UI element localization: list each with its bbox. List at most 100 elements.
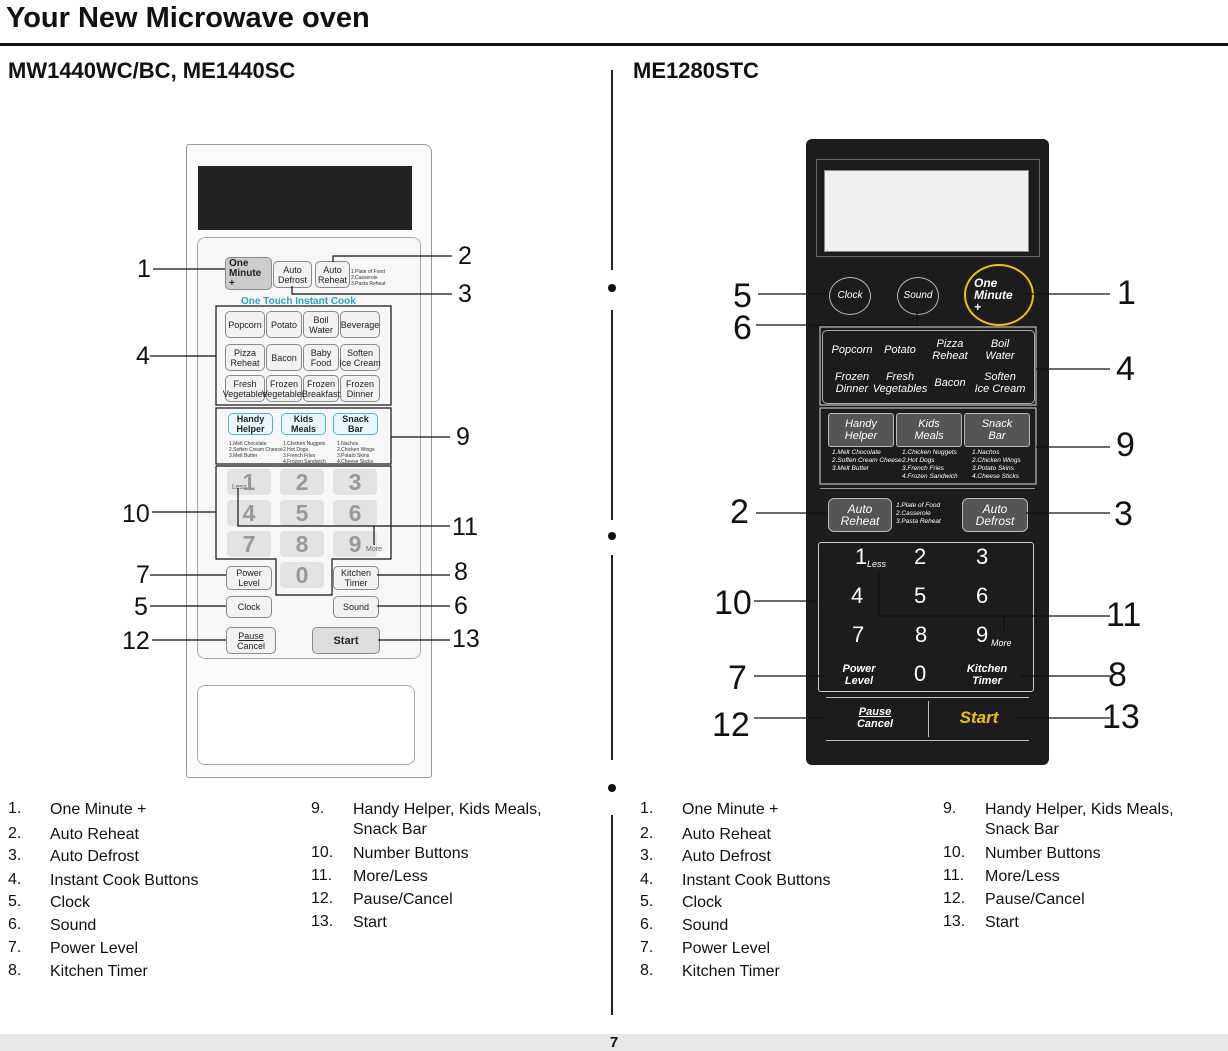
handy-helper-button[interactable]: Handy Helper <box>228 413 273 435</box>
instant-cook-button[interactable]: Fresh Vegetables <box>223 375 267 402</box>
handy-helper-button-dark[interactable]: Handy Helper <box>828 413 894 447</box>
number-button-dark[interactable]: 9 <box>976 622 989 647</box>
r-callout-9: 9 <box>1116 426 1135 464</box>
number-button-dark[interactable]: 1 <box>855 544 868 569</box>
handy-helper-sub: 1.Melt Chocolate 2.Soften Cream Cheese 3… <box>229 441 283 459</box>
legend-text: Kitchen Timer <box>682 963 780 980</box>
start-button-dark[interactable]: Start <box>959 708 999 727</box>
r-callout-7: 7 <box>728 659 747 697</box>
auto-defrost-button-dark[interactable]: Auto Defrost <box>962 498 1028 532</box>
power-level-button[interactable]: Power Level <box>226 566 272 590</box>
clock-button-dark[interactable]: Clock <box>829 277 871 315</box>
number-button[interactable]: 9 <box>333 531 377 557</box>
r-callout-5: 5 <box>733 277 752 315</box>
instant-cook-button-dark[interactable]: Popcorn <box>831 344 873 356</box>
legend-number: 9. <box>311 800 325 817</box>
power-level-button-dark[interactable]: Power Level <box>842 663 876 687</box>
number-button[interactable]: 2 <box>280 469 324 495</box>
legend-number: 6. <box>8 916 22 933</box>
legend-text: Auto Reheat <box>50 826 139 843</box>
number-button-dark[interactable]: 2 <box>914 544 927 569</box>
auto-reheat-button-dark[interactable]: Auto Reheat <box>828 498 892 532</box>
instant-cook-button-dark[interactable]: Boil Water <box>985 338 1015 362</box>
kids-meals-button-dark[interactable]: Kids Meals <box>896 413 962 447</box>
r-callout-10: 10 <box>714 584 752 622</box>
number-button-dark[interactable]: 0 <box>914 661 927 686</box>
instant-cook-button-dark[interactable]: Frozen Dinner <box>834 371 870 395</box>
instant-cook-button[interactable]: Soften Ice Cream <box>339 344 381 371</box>
legend-number: 13. <box>943 913 966 930</box>
instant-cook-button[interactable]: Baby Food <box>303 344 339 371</box>
clock-button[interactable]: Clock <box>226 596 272 618</box>
legend-text: Instant Cook Buttons <box>50 872 199 889</box>
panel-divider <box>820 488 1035 489</box>
instant-cook-button[interactable]: Boil Water <box>303 311 339 338</box>
right-callout-lines <box>754 293 1110 719</box>
r-callout-6: 6 <box>733 309 752 347</box>
instant-cook-button[interactable]: Frozen Breakfast <box>302 375 340 402</box>
r-callout-12: 12 <box>712 706 750 744</box>
snack-bar-sub-dark: 1.Nachos 2.Chicken Wings 3.Potato Skins … <box>972 449 1021 480</box>
snack-bar-button[interactable]: Snack Bar <box>333 413 378 435</box>
instant-cook-button-dark[interactable]: Pizza Reheat <box>932 338 968 362</box>
r-callout-13: 13 <box>1102 698 1140 736</box>
instant-cook-button-dark[interactable]: Fresh Vegetables <box>872 371 928 395</box>
legend-text: Start <box>353 914 387 931</box>
r-callout-11: 11 <box>1106 596 1142 634</box>
instant-cook-button-dark[interactable]: Potato <box>884 344 916 356</box>
instant-cook-button-dark[interactable]: Bacon <box>934 377 966 389</box>
legend-number: 1. <box>640 800 654 817</box>
number-button[interactable]: 5 <box>280 500 324 526</box>
callout-2: 2 <box>458 242 472 270</box>
number-button-dark[interactable]: 4 <box>851 583 864 608</box>
legend-text: Pause/Cancel <box>985 891 1085 908</box>
bottom-divider-top <box>826 697 1029 698</box>
number-button-dark[interactable]: 5 <box>914 583 927 608</box>
instant-cook-button[interactable]: Potato <box>266 311 302 338</box>
number-button[interactable]: 4 <box>227 500 271 526</box>
kitchen-timer-button[interactable]: Kitchen Timer <box>333 566 379 590</box>
callout-7: 7 <box>136 561 150 589</box>
snack-bar-button-dark[interactable]: Snack Bar <box>964 413 1030 447</box>
kids-meals-sub: 1.Chicken Nuggets 2.Hot Dogs 3.French Fr… <box>283 441 326 465</box>
number-button-dark[interactable]: 3 <box>976 544 989 569</box>
legend-text: More/Less <box>353 868 428 885</box>
number-button-dark[interactable]: 6 <box>976 583 989 608</box>
kids-meals-button[interactable]: Kids Meals <box>281 413 326 435</box>
number-button[interactable]: 7 <box>227 531 271 557</box>
kitchen-timer-button-dark[interactable]: Kitchen Timer <box>966 663 1008 687</box>
instant-cook-button[interactable]: Frozen Vegetables <box>262 375 306 402</box>
legend-text: Auto Defrost <box>50 848 139 865</box>
instant-cook-button[interactable]: Pizza Reheat <box>225 344 265 371</box>
instant-cook-button[interactable]: Frozen Dinner <box>340 375 380 402</box>
number-button-dark[interactable]: 7 <box>852 622 865 647</box>
instant-cook-button-dark[interactable]: Soften Ice Cream <box>974 371 1026 395</box>
legend-text: More/Less <box>985 868 1060 885</box>
instant-cook-button[interactable]: Popcorn <box>225 311 265 338</box>
number-button[interactable]: 6 <box>333 500 377 526</box>
right-model-title: ME1280STC <box>633 58 759 83</box>
handy-helper-sub-dark: 1.Melt Chocolate 2.Soften Cream Cheese 3… <box>832 449 902 472</box>
instant-cook-button[interactable]: Beverage <box>340 311 380 338</box>
legend-text: Power Level <box>682 940 771 957</box>
number-button[interactable]: 0 <box>280 562 324 588</box>
legend-text: Kitchen Timer <box>50 963 148 980</box>
number-button-dark[interactable]: 8 <box>915 622 928 647</box>
legend-number: 12. <box>943 890 966 907</box>
instant-cook-button[interactable]: Bacon <box>266 344 302 371</box>
r-callout-3: 3 <box>1114 495 1133 533</box>
number-button[interactable]: 1 <box>227 469 271 495</box>
sound-button-dark[interactable]: Sound <box>897 277 939 315</box>
number-button[interactable]: 3 <box>333 469 377 495</box>
legend-number: 8. <box>8 962 22 979</box>
sound-button[interactable]: Sound <box>333 596 379 618</box>
legend-text: Start <box>985 914 1019 931</box>
title-rule <box>0 43 1228 46</box>
legend-text: Clock <box>682 894 723 911</box>
number-button[interactable]: 8 <box>280 531 324 557</box>
